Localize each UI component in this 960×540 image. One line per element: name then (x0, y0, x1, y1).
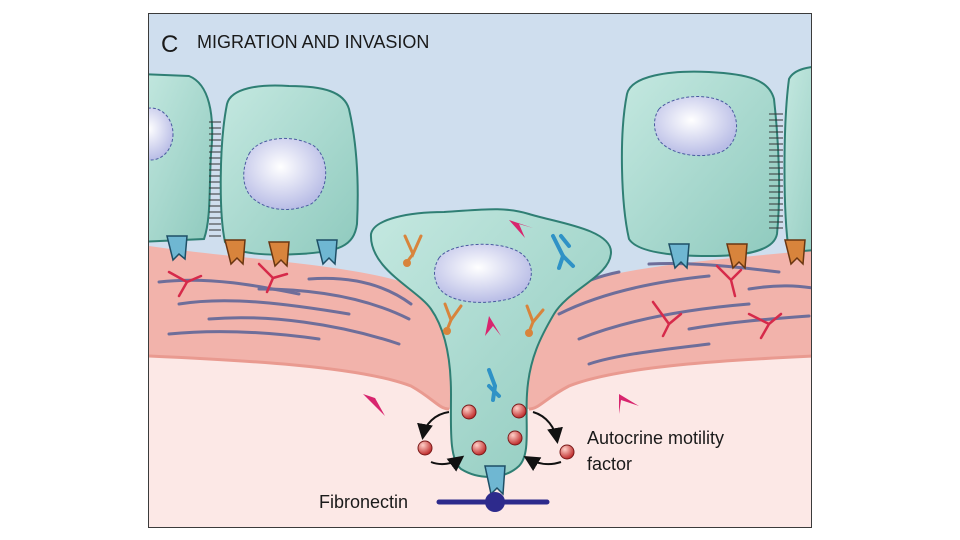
fibronectin-anchor (436, 465, 550, 512)
epithelial-cell-left-partial (149, 73, 214, 243)
integrin-receptors-left (166, 235, 338, 268)
epithelial-cell-right-partial (783, 66, 811, 254)
autocrine-motility-factor-spheres (417, 403, 575, 460)
motility-arrows (417, 411, 563, 472)
migration-invasion-figure: C MIGRATION AND INVASION Autocrine motil… (148, 13, 812, 528)
ligands-magenta (363, 220, 639, 416)
invading-tumor-cell (369, 208, 613, 478)
fibronectin-label: Fibronectin (319, 492, 408, 512)
cell-junction-left (209, 121, 221, 237)
cell-surface-receptors (403, 234, 575, 402)
epithelial-cell-right (620, 70, 781, 258)
ligands-red (167, 262, 783, 340)
integrin-receptors-right (668, 239, 806, 270)
basement-membrane-edge (149, 354, 811, 411)
panel-letter: C (161, 31, 178, 58)
cell-junction-right (769, 113, 783, 229)
epithelial-cell-left (219, 84, 359, 256)
autocrine-label-line2: factor (587, 454, 632, 474)
panel-title: MIGRATION AND INVASION (197, 32, 429, 52)
autocrine-label-line1: Autocrine motility (587, 428, 724, 448)
